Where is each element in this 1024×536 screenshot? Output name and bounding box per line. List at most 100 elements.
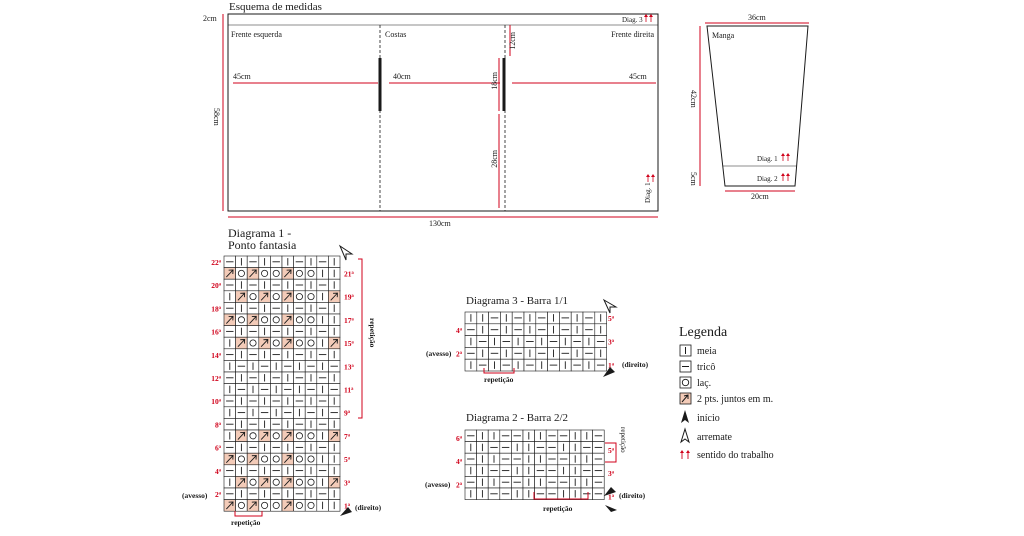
purl-cell [523,335,537,348]
knit-cell [328,371,341,384]
knit-cell [258,278,271,292]
k2tog-cell [235,429,248,442]
purl-cell [328,406,341,419]
knit-cell [223,383,236,396]
knit-cell [594,311,607,325]
purl-cell [293,464,306,477]
purl-cell [223,255,236,268]
row-number: 16ª [211,328,222,337]
knit-cell [246,383,260,396]
knit-cell [511,464,524,477]
k2tog-cell [328,476,341,489]
knit-cell [511,487,524,500]
knit-cell [328,394,341,408]
purl-cell [511,323,525,336]
knit-cell [223,336,236,350]
legend-start: início [697,413,720,424]
diagram1-side-repeat-label: repetição [368,318,377,348]
knit-cell [304,278,318,292]
purl-cell [293,255,306,268]
k2tog-cell [328,429,341,442]
knit-cell [246,360,260,373]
purl-cell [582,347,596,360]
purl-cell [246,418,260,431]
knit-cell [522,441,535,454]
knit-cell [316,336,329,350]
knit-cell [559,335,572,348]
yarn-over-cell [235,267,248,280]
sleeve-outline [706,25,809,187]
row-number: 10ª [211,397,222,406]
knit-cell [464,441,477,454]
top-band-label: 2cm [203,14,218,23]
diagram3-repeat-bracket [483,368,515,374]
row-number: 8ª [215,420,222,429]
purl-cell [511,347,525,360]
purl-cell [511,429,524,442]
diagram2-title: Diagrama 2 - Barra 2/2 [466,412,568,424]
purl-cell [246,302,260,315]
purl-cell [246,278,260,292]
knit-cell [328,348,341,361]
purl-cell [464,429,477,442]
purl-cell [246,464,260,477]
knit-cell [258,441,271,454]
knit-cell [281,464,294,477]
knit-cell [293,360,306,373]
knit-cell [328,255,341,268]
purl-cell [246,394,260,408]
yarn-over-cell [304,267,318,280]
row-number: 15ª [344,339,355,348]
row-number: 2ª [456,350,463,359]
knit-cell [281,441,294,454]
knit-cell [316,429,329,442]
k2tog-cell [246,452,260,466]
purl-cell [570,358,584,372]
yarn-over-cell [258,452,271,466]
row-number: 3ª [608,469,615,478]
knit-cell [316,267,329,280]
knit-cell [223,360,236,373]
row-number: 12ª [211,374,222,383]
purl-cell [545,452,559,466]
purl-cell [223,441,236,454]
knit-cell [316,499,329,512]
knit-cell [304,441,318,454]
knit-cell [523,311,537,325]
row-number: 17ª [344,316,355,325]
yarn-over-cell [246,476,260,489]
purl-cell [534,464,547,477]
k2tog-cell [281,476,294,489]
knit-cell [487,429,501,442]
purl-cell [464,452,477,466]
knit-cell [281,394,294,408]
purl-cell [592,429,605,442]
purl-cell [547,335,560,348]
purl-cell [270,441,283,454]
schema-title: Esquema de medidas [229,1,322,13]
purl-cell [499,476,512,489]
row-number: 18ª [211,304,222,313]
knit-cell [522,429,535,442]
knit-cell [304,325,318,338]
knit-cell [246,406,260,419]
knit-cell [547,323,560,336]
purl-cell [270,348,283,361]
knit-cell [582,358,596,372]
k2tog-cell [281,429,294,442]
purl-cell [258,360,271,373]
purl-cell [281,360,294,373]
knit-cell [476,311,489,325]
knit-cell [535,358,548,372]
purl-cell [545,464,559,477]
knit-cell [569,464,582,477]
legend-direction: sentido do trabalho [697,450,774,461]
yarn-over-cell [304,499,318,512]
k2tog-cell [246,267,260,280]
knit-cell [235,487,248,500]
row-number: 9ª [344,409,351,418]
purl-cell [316,441,329,454]
knit-cell [476,347,489,360]
knit-cell [281,325,294,338]
